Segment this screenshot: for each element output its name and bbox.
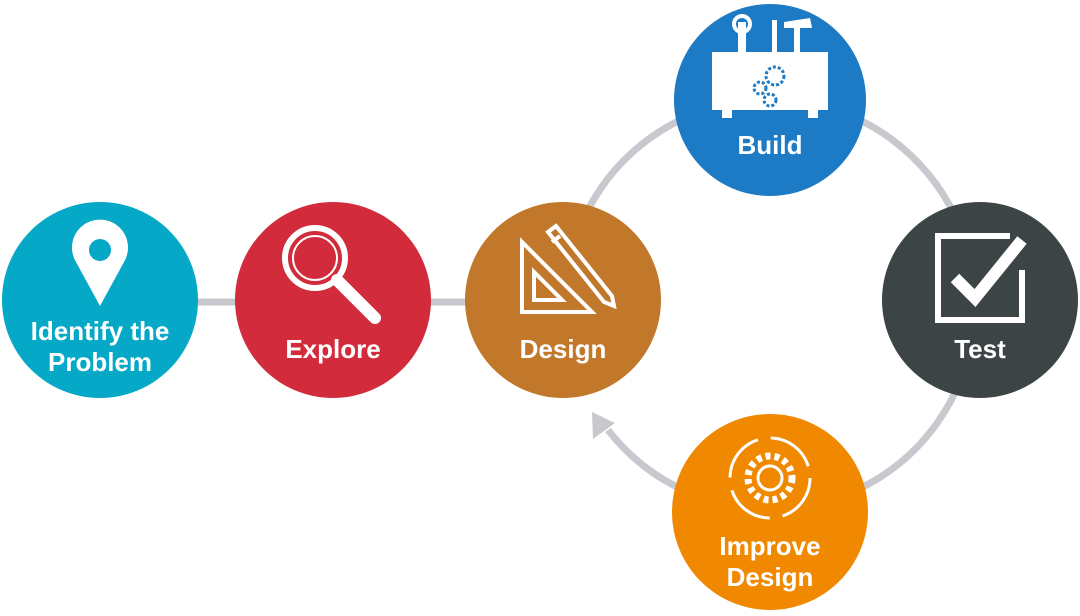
toolbox-icon — [712, 14, 828, 118]
identify-label-line2: Problem — [47, 347, 153, 377]
cycle-arrowhead-icon — [592, 412, 615, 439]
explore-label: Explore — [285, 334, 381, 364]
test-label: Test — [954, 334, 1006, 364]
improve-label: Improve Design — [670, 531, 870, 593]
checkbox-icon — [935, 233, 1027, 323]
improve-label-line2: Design — [726, 562, 814, 592]
improve-label-line1: Improve — [719, 531, 821, 561]
map-pin-icon — [72, 219, 128, 306]
magnifier-icon — [282, 225, 381, 324]
identify-label: Identify the Problem — [0, 316, 200, 378]
improve-circle[interactable] — [672, 414, 868, 610]
ruler-pencil-icon — [520, 223, 617, 314]
design-label: Design — [519, 334, 607, 364]
identify-label-line1: Identify the — [30, 316, 170, 346]
build-label: Build — [737, 130, 803, 160]
gear-cycle-icon — [728, 436, 812, 520]
